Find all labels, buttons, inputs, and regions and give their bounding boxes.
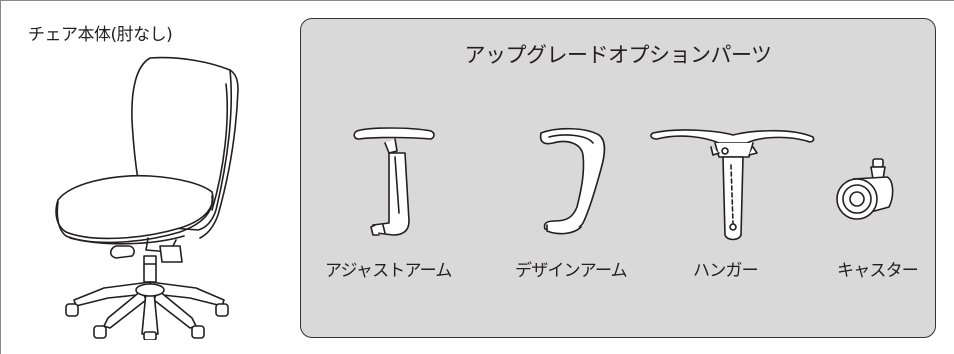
upgrade-options-panel: アップグレードオプションパーツ アジャストアーム デザインアーム ハンガー	[300, 18, 936, 338]
office-chair-icon	[55, 56, 239, 340]
chair-body-label: チェア本体(肘なし)	[28, 25, 173, 45]
part-label-adjustable-arm: アジャストアーム	[325, 261, 452, 281]
adjustable-arm-icon	[353, 127, 435, 236]
design-arm-icon	[539, 127, 606, 235]
part-label-caster: キャスター	[837, 261, 919, 281]
hanger-icon	[650, 129, 815, 241]
caster-icon	[836, 158, 894, 220]
part-label-hanger: ハンガー	[693, 261, 759, 281]
upgrade-options-title: アップグレードオプションパーツ	[464, 43, 772, 67]
part-label-design-arm: デザインアーム	[515, 261, 628, 281]
